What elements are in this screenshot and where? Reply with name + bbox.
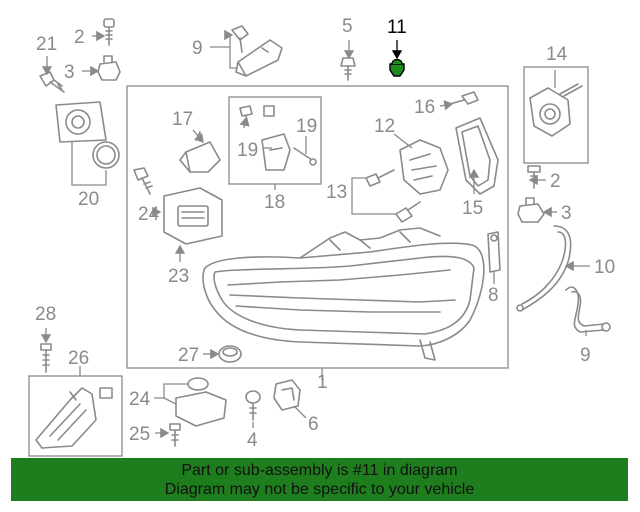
callout-9: 9 — [580, 345, 591, 366]
callout-13: 13 — [326, 182, 347, 203]
callout-27: 26 — [68, 348, 89, 369]
screw-part-16 — [449, 91, 479, 105]
clip-part-3-left — [97, 55, 121, 81]
banner-line-1: Part or sub-assembly is #11 in diagram — [181, 462, 458, 479]
callout-7: 8 — [488, 285, 499, 306]
callout-12: 12 — [374, 116, 395, 137]
callout-15: 15 — [462, 198, 483, 219]
leveling-motor-box — [523, 66, 589, 164]
callout-19-right: 19 — [296, 116, 317, 137]
callout-22: 23 — [168, 266, 189, 287]
headlamp-assembly-frame — [126, 85, 509, 369]
callout-3-right: 3 — [561, 203, 572, 224]
callout-14: 14 — [546, 44, 568, 65]
callout-16: 16 — [414, 97, 435, 118]
bracket-part-8 — [231, 25, 283, 77]
leader-lines — [40, 29, 590, 439]
bolt-part-21 — [39, 71, 65, 93]
screw-part-23 — [133, 167, 153, 195]
callout-10: 10 — [594, 257, 615, 278]
callout-4: 4 — [247, 430, 258, 451]
cap-part-26 — [218, 345, 242, 363]
frame-part-15 — [455, 117, 499, 195]
bracket-part-19 — [239, 105, 317, 171]
callout-8: 9 — [192, 38, 203, 59]
callout-17: 17 — [172, 109, 193, 130]
callout-labels: 2 21 3 20 9 5 11 14 16 12 15 13 17 19 19… — [35, 16, 615, 451]
ballast-part-20 — [55, 101, 107, 143]
bolt-part-25 — [169, 423, 181, 447]
callout-6: 6 — [308, 414, 319, 435]
hose-part-9 — [565, 286, 611, 333]
callout-25: 25 — [129, 424, 150, 445]
callout-28: 28 — [35, 304, 56, 325]
housing-part-22 — [163, 187, 223, 245]
callout-20: 20 — [78, 189, 99, 210]
cap-part-20 — [92, 141, 120, 169]
screw-part-13-lower — [395, 201, 421, 223]
callout-2-right: 2 — [550, 171, 561, 192]
screw-part-4 — [245, 390, 261, 421]
rivet-part-11 — [389, 58, 405, 77]
callout-19-left: 19 — [237, 140, 258, 161]
module-part-12 — [399, 139, 449, 195]
headlamp-lens — [202, 227, 485, 361]
callout-23: 24 — [138, 204, 160, 225]
clip-part-6 — [273, 379, 301, 411]
screw-part-5 — [340, 57, 356, 81]
hose-part-10 — [516, 225, 572, 312]
vehicle-fit-banner: Part or sub-assembly is #11 in diagram D… — [11, 458, 628, 501]
banner-line-2: Diagram may not be specific to your vehi… — [164, 481, 475, 498]
callout-2-top-left: 2 — [74, 27, 85, 48]
clip-part-7 — [487, 231, 501, 273]
motor-part-14 — [529, 83, 583, 137]
clip-part-3-right — [517, 197, 545, 223]
callout-26: 27 — [178, 345, 199, 366]
callout-5: 5 — [342, 16, 353, 37]
repair-bracket-box — [28, 375, 123, 457]
screw-part-13-upper — [365, 169, 395, 187]
screw-part-2-right — [527, 165, 541, 189]
bracket-part-27 — [35, 387, 113, 449]
actuator-part-17 — [179, 131, 221, 173]
screw-part-2-left — [103, 18, 115, 46]
callout-11-highlighted: 11 — [387, 17, 407, 38]
callout-21: 21 — [36, 34, 57, 55]
module-part-24 — [175, 377, 227, 427]
callout-18: 18 — [264, 192, 285, 213]
callout-1: 1 — [317, 372, 328, 393]
bolt-part-28 — [40, 343, 52, 373]
callout-3-left: 3 — [64, 62, 75, 83]
parts-diagram: 2 21 3 20 9 5 11 14 16 12 15 13 17 19 19… — [28, 16, 615, 457]
callout-24: 24 — [129, 389, 151, 410]
